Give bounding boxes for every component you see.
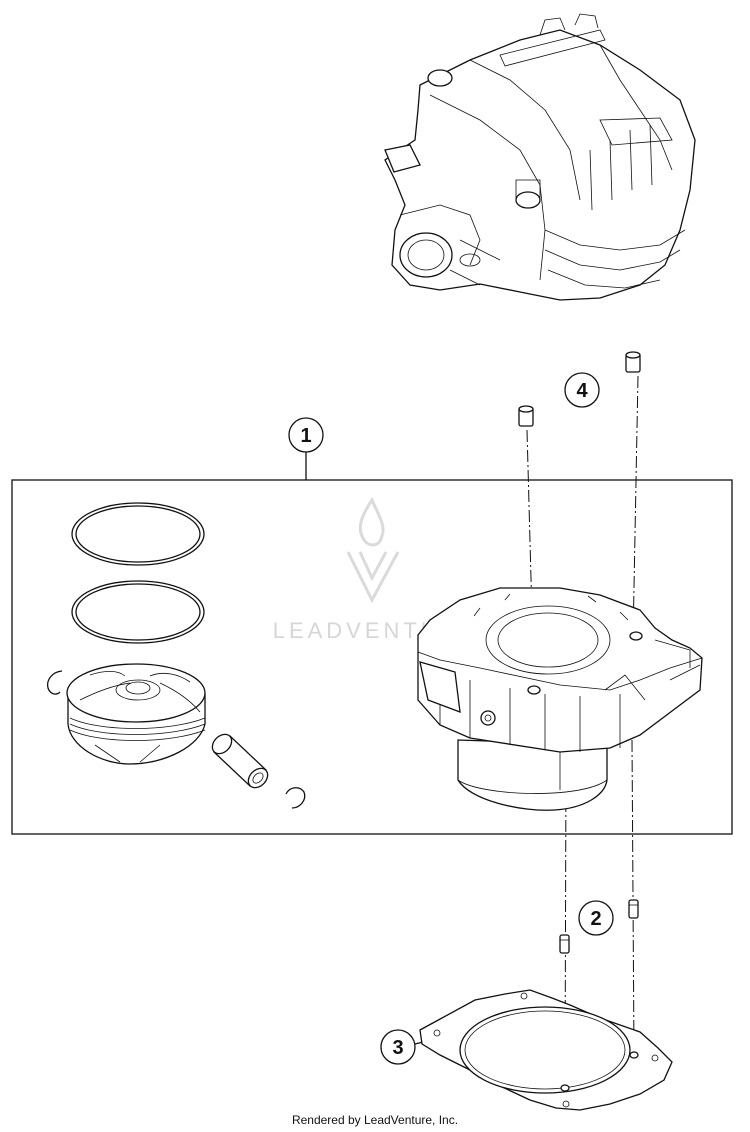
alignment-line-c — [564, 759, 567, 1089]
watermark-logo — [346, 496, 400, 604]
circlip-left — [46, 670, 63, 695]
cylinder-base-gasket — [419, 989, 673, 1111]
circlip-right — [285, 787, 306, 809]
kit-frame — [11, 479, 733, 835]
callout-4[interactable]: 4 — [564, 372, 600, 408]
callout-4-number: 4 — [576, 380, 588, 402]
callout-3-number: 3 — [392, 1037, 403, 1059]
callout-1[interactable]: 1 — [288, 417, 324, 480]
cylinder — [417, 587, 703, 811]
callout-2[interactable]: 2 — [578, 900, 614, 936]
dowel-sleeve-left — [518, 405, 534, 427]
piston — [66, 663, 206, 765]
callout-2-number: 2 — [590, 908, 601, 930]
alignment-line-b — [632, 375, 639, 641]
dowel-pin-right — [628, 899, 639, 919]
callout-1-number: 1 — [300, 425, 311, 447]
piston-pin — [211, 733, 269, 789]
piston-ring-lower — [71, 580, 205, 644]
dowel-sleeve-right — [625, 351, 641, 373]
dowel-pin-left — [559, 934, 570, 954]
piston-ring-upper — [71, 502, 205, 566]
footer-credit: Rendered by LeadVenture, Inc. — [291, 1113, 459, 1127]
alignment-line-d — [631, 739, 635, 1056]
cylinder-head-reference — [384, 13, 696, 301]
